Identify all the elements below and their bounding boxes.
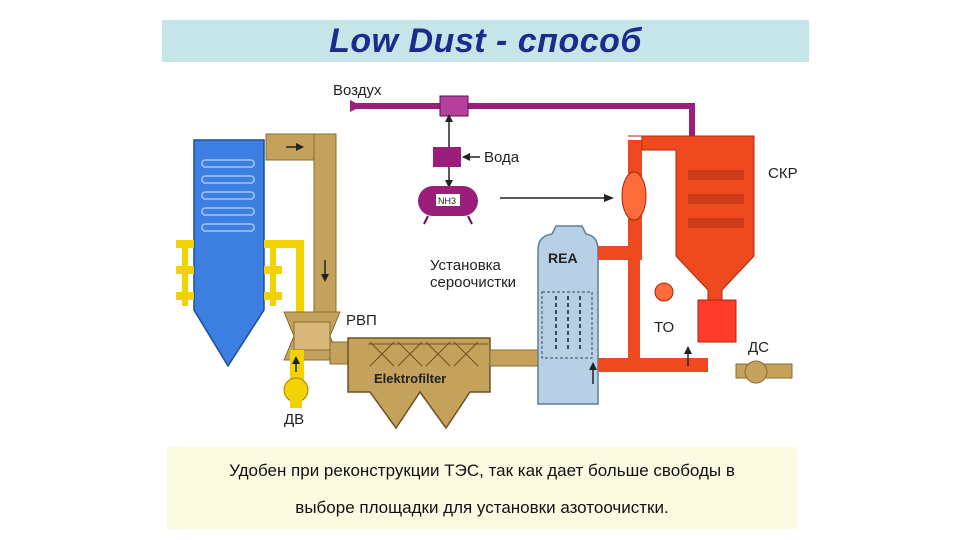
label-water: Вода: [484, 149, 520, 166]
label-rea: REA: [548, 250, 578, 266]
air-pipe: [350, 95, 695, 139]
label-air: Воздух: [333, 82, 382, 99]
dv-fan: [283, 350, 309, 408]
caption-box: Удобен при реконструкции ТЭС, так как да…: [167, 447, 797, 529]
duct-to-rea: [489, 349, 539, 367]
caption-line-1: Удобен при реконструкции ТЭС, так как да…: [229, 461, 735, 480]
arrow-left-icon: [462, 153, 470, 161]
label-dv: ДВ: [284, 411, 304, 428]
to-heat-exchanger: [697, 299, 737, 343]
label-electrofilter: Elektrofilter: [374, 371, 446, 386]
ds-fan: [744, 360, 768, 384]
boiler: [193, 139, 265, 368]
scr-system: [598, 135, 793, 384]
caption-line-2: выборе площадки для установки азотоочист…: [295, 498, 669, 517]
page-title: Low Dust - способ: [329, 21, 642, 60]
air-supply-ducts: [176, 240, 304, 312]
arrow-up-icon: [445, 114, 453, 122]
ammonia-supply: [418, 114, 614, 225]
rea-scrubber: [537, 225, 599, 405]
label-to: ТО: [654, 319, 674, 336]
label-nh3: NH3: [438, 196, 456, 206]
rvp-heater: [283, 311, 341, 361]
arrow-right-icon: [604, 194, 614, 202]
water-mixer: [433, 147, 461, 167]
label-rvp: РВП: [346, 312, 377, 329]
label-desulfurization-2: сероочистки: [430, 274, 516, 291]
label-ds: ДС: [748, 339, 769, 356]
flue-duct: [265, 133, 337, 315]
label-desulfurization-1: Установка: [430, 257, 502, 274]
label-scr: СКР: [768, 165, 798, 182]
title-bar: Low Dust - способ: [162, 20, 809, 62]
